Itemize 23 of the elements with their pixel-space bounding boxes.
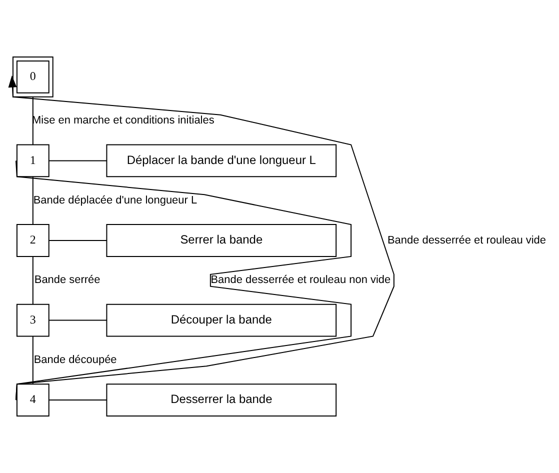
edge-label: Bande découpée — [34, 354, 117, 366]
node-box: 3 — [16, 304, 50, 337]
edge-label: Bande desserrée et rouleau vide — [387, 234, 546, 246]
node-box: 0 — [12, 56, 54, 98]
connector — [48, 320, 108, 321]
connector — [32, 256, 34, 305]
edge-label: Bande serrée — [34, 274, 100, 286]
connector — [32, 176, 34, 225]
connector — [48, 160, 108, 162]
node-box: 2 — [16, 224, 50, 257]
node-box: Découper la bande — [106, 304, 337, 337]
arrow — [8, 75, 394, 401]
node-box: 4 — [16, 384, 50, 416]
connector — [48, 240, 108, 241]
connector — [48, 400, 108, 401]
edge-label: Bande desserrée et rouleau non vide — [210, 274, 391, 286]
connector — [32, 336, 34, 384]
node-box: Desserrer la bande — [106, 384, 337, 416]
node-box: Serrer la bande — [106, 224, 337, 257]
node-box: 1 — [16, 144, 50, 178]
connector — [15, 160, 352, 401]
node-box: Déplacer la bande d'une longueur L — [106, 144, 337, 178]
edge-label: Bande déplacée d'une longueur L — [33, 194, 198, 206]
